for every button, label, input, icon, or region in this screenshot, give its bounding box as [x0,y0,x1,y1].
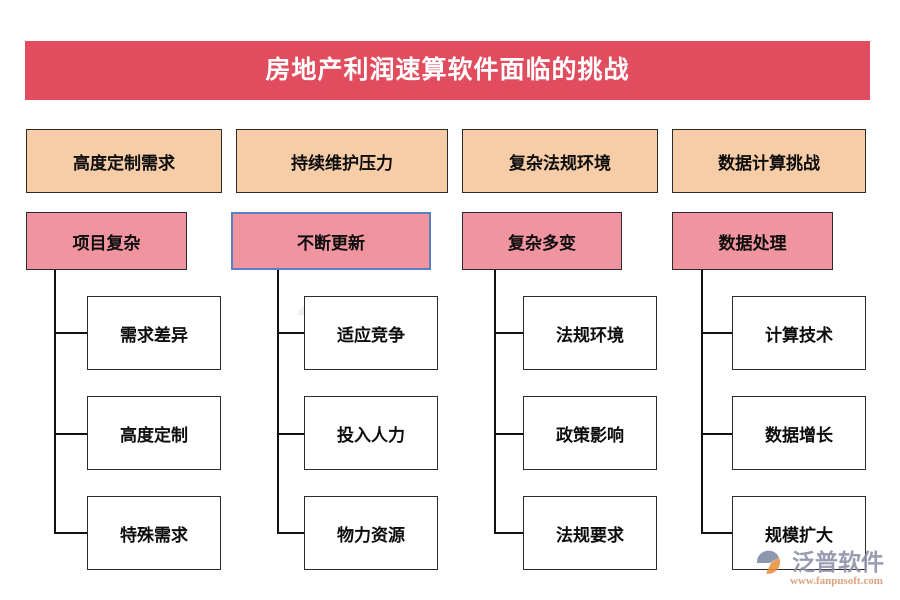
leaf-label-4-3: 规模扩大 [765,525,833,545]
category-label-1: 高度定制需求 [73,153,175,173]
connector-branch-2-3 [277,532,305,535]
connector-trunk-4 [701,270,704,534]
leaf-box-4-3[interactable]: 规模扩大 [732,496,866,570]
leaf-label-4-2: 数据增长 [765,425,833,445]
category-box-1[interactable]: 高度定制需求 [26,129,222,193]
connector-branch-3-3 [494,532,524,535]
category-box-4[interactable]: 数据计算挑战 [672,129,866,193]
category-label-2: 持续维护压力 [291,153,393,173]
leaf-box-1-2[interactable]: 高度定制 [87,396,221,470]
connector-branch-1-1 [54,332,88,335]
subcategory-label-2: 不断更新 [297,233,365,253]
watermark-url: www.fanpusoft.com [790,575,883,587]
category-label-3: 复杂法规环境 [509,153,611,173]
connector-branch-2-1 [277,332,305,335]
connector-branch-3-2 [494,433,524,436]
leaf-box-3-2[interactable]: 政策影响 [523,396,657,470]
leaf-label-3-3: 法规要求 [556,525,624,545]
subcategory-box-1[interactable]: 项目复杂 [26,212,187,270]
subcategory-box-4[interactable]: 数据处理 [672,212,833,270]
leaf-label-4-1: 计算技术 [765,325,833,345]
leaf-label-3-1: 法规环境 [556,325,624,345]
diagram-title-banner: 房地产利润速算软件面临的挑战 [25,41,870,100]
leaf-label-3-2: 政策影响 [556,425,624,445]
category-box-3[interactable]: 复杂法规环境 [462,129,658,193]
connector-branch-4-2 [701,433,733,436]
leaf-label-2-2: 投入人力 [337,425,405,445]
subcategory-box-3[interactable]: 复杂多变 [462,212,622,270]
connector-trunk-2 [277,270,280,534]
connector-branch-1-3 [54,532,88,535]
connector-branch-1-2 [54,433,88,436]
category-label-4: 数据计算挑战 [718,153,820,173]
connector-trunk-1 [54,270,57,534]
leaf-box-2-3[interactable]: 物力资源 [304,496,438,570]
leaf-label-1-2: 高度定制 [120,425,188,445]
connector-trunk-3 [494,270,497,534]
connector-branch-4-1 [701,332,733,335]
leaf-box-4-2[interactable]: 数据增长 [732,396,866,470]
leaf-box-1-1[interactable]: 需求差异 [87,296,221,370]
category-box-2[interactable]: 持续维护压力 [236,129,448,193]
leaf-box-4-1[interactable]: 计算技术 [732,296,866,370]
leaf-label-2-3: 物力资源 [337,525,405,545]
subcategory-label-1: 项目复杂 [72,233,141,253]
subcategory-label-3: 复杂多变 [508,233,576,253]
leaf-box-2-1[interactable]: 适应竞争 [304,296,438,370]
leaf-label-2-1: 适应竞争 [337,325,405,345]
leaf-box-3-3[interactable]: 法规要求 [523,496,657,570]
connector-branch-4-3 [701,532,733,535]
leaf-label-1-1: 需求差异 [120,325,188,345]
leaf-box-2-2[interactable]: 投入人力 [304,396,438,470]
page-title: 房地产利润速算软件面临的挑战 [265,56,630,84]
connector-branch-2-2 [277,433,305,436]
connector-branch-3-1 [494,332,524,335]
subcategory-box-2[interactable]: 不断更新 [231,212,431,270]
leaf-label-1-3: 特殊需求 [120,525,188,545]
subcategory-label-4: 数据处理 [718,233,787,253]
leaf-box-3-1[interactable]: 法规环境 [523,296,657,370]
leaf-box-1-3[interactable]: 特殊需求 [87,496,221,570]
